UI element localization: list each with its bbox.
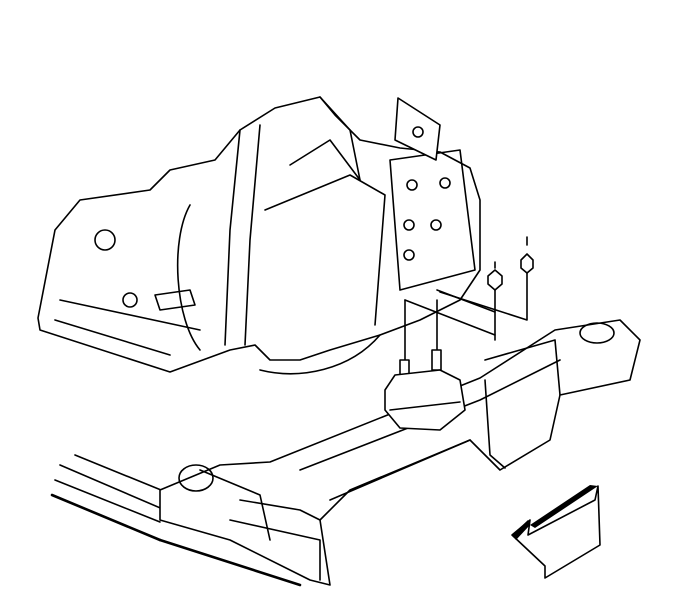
direction-arrow-icon	[511, 485, 601, 579]
mount-bracket	[394, 97, 441, 161]
mount-nuts	[439, 236, 534, 341]
crossmember	[50, 319, 641, 587]
transmission	[37, 96, 481, 375]
engine-mount	[384, 369, 466, 431]
